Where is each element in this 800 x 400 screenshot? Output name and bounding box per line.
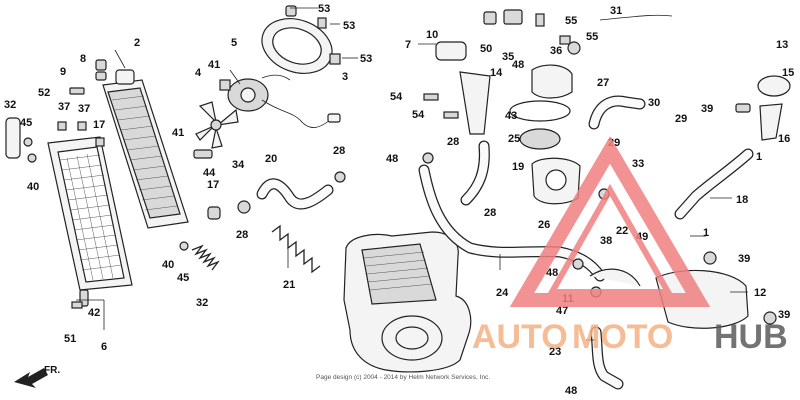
callout-13: 13: [776, 39, 788, 51]
callout-7: 7: [405, 39, 411, 51]
callout-29-a: 29: [675, 113, 687, 125]
callout-12: 12: [754, 287, 766, 299]
thermostat-assembly: [435, 41, 581, 205]
callout-41-a: 41: [208, 59, 220, 71]
callout-37-a: 37: [58, 101, 70, 113]
hose-19: [460, 140, 490, 206]
callout-39-c: 39: [778, 309, 790, 321]
arrow-left-icon: [14, 368, 48, 388]
callout-48-d: 48: [565, 385, 577, 397]
leader-lines: [76, 7, 748, 341]
callout-39-b: 39: [738, 253, 750, 265]
direction-label: FR.: [44, 365, 60, 376]
fan-shroud: [227, 18, 341, 128]
callout-2: 2: [134, 37, 140, 49]
callout-19: 19: [512, 161, 524, 173]
lower-hose-20: [256, 178, 334, 210]
hose-24: [418, 164, 606, 282]
callout-26: 26: [538, 219, 550, 231]
callout-22: 22: [616, 225, 628, 237]
callout-15: 15: [782, 67, 794, 79]
callout-53-a: 53: [318, 3, 330, 15]
hose-23: [590, 326, 624, 390]
spring-32-lower: [191, 244, 220, 271]
callout-48-c: 48: [546, 267, 558, 279]
callout-10: 10: [426, 29, 438, 41]
callout-51: 51: [64, 333, 76, 345]
callout-28-a: 28: [333, 145, 345, 157]
callout-1-b: 1: [756, 151, 762, 163]
callout-47: 47: [556, 305, 568, 317]
radiator-grille: [47, 136, 133, 291]
callout-42: 42: [88, 307, 100, 319]
callout-39-a: 39: [701, 103, 713, 115]
callout-3: 3: [342, 71, 348, 83]
callout-43: 43: [505, 110, 517, 122]
callout-48-a: 48: [512, 59, 524, 71]
small-fasteners-left: [5, 5, 346, 309]
callout-17-a: 17: [93, 119, 105, 131]
callout-24: 24: [496, 287, 509, 299]
callout-21: 21: [283, 279, 295, 291]
callout-54-b: 54: [412, 109, 425, 121]
callout-31: 31: [610, 5, 622, 17]
callout-55-b: 55: [586, 31, 598, 43]
copyright-text: Page design (c) 2004 - 2014 by Helm Netw…: [316, 374, 490, 381]
callout-16: 16: [778, 133, 790, 145]
callout-32-a: 32: [4, 99, 16, 111]
callout-25: 25: [508, 133, 520, 145]
callout-48-b: 48: [386, 153, 398, 165]
callout-52: 52: [38, 87, 50, 99]
callout-30: 30: [648, 97, 660, 109]
callout-20: 20: [265, 153, 277, 165]
callout-50: 50: [480, 43, 492, 55]
watermark-logo: AUTO MOTO HUB: [472, 136, 788, 356]
callout-8: 8: [80, 53, 86, 65]
callout-45-a: 45: [20, 117, 32, 129]
hose-18: [674, 148, 754, 220]
front-direction-arrow: FR.: [14, 365, 60, 388]
callout-28-d: 28: [236, 229, 248, 241]
fan-blade: [195, 101, 239, 149]
callout-33: 33: [632, 158, 644, 170]
callout-28-b: 28: [447, 136, 459, 148]
filler-neck-13: [757, 75, 791, 141]
callout-18: 18: [736, 194, 748, 206]
callout-53-b: 53: [343, 20, 355, 32]
radiator-core: [102, 69, 189, 229]
callout-6: 6: [101, 341, 107, 353]
callout-45-b: 45: [177, 272, 189, 284]
callout-23: 23: [549, 346, 561, 358]
callout-35: 35: [502, 51, 514, 63]
watermark-moto: MOTO: [572, 318, 673, 356]
callout-44: 44: [203, 167, 216, 179]
callout-55-a: 55: [565, 15, 577, 27]
callout-14: 14: [490, 67, 503, 79]
callout-40-a: 40: [27, 181, 39, 193]
watermark-hub: HUB: [714, 318, 788, 356]
callout-54-a: 54: [390, 91, 403, 103]
callout-53-c: 53: [360, 53, 372, 65]
watermark-auto: AUTO: [472, 318, 568, 356]
watermark-triangle: [509, 136, 711, 307]
callout-36: 36: [550, 45, 562, 57]
callout-38: 38: [600, 235, 612, 247]
callout-28-c: 28: [484, 207, 496, 219]
callout-40-b: 40: [162, 259, 174, 271]
callout-5: 5: [231, 37, 237, 49]
spring-21: [271, 224, 321, 274]
callout-32-b: 32: [196, 297, 208, 309]
callout-37-b: 37: [78, 103, 90, 115]
hose-30: [588, 95, 646, 130]
engine-block: [343, 231, 472, 373]
callout-1-a: 1: [703, 227, 709, 239]
callout-4: 4: [195, 67, 202, 79]
callout-27: 27: [597, 77, 609, 89]
callout-17-b: 17: [207, 179, 219, 191]
callout-34: 34: [232, 159, 245, 171]
callout-41-b: 41: [172, 127, 184, 139]
callout-9: 9: [60, 66, 66, 78]
